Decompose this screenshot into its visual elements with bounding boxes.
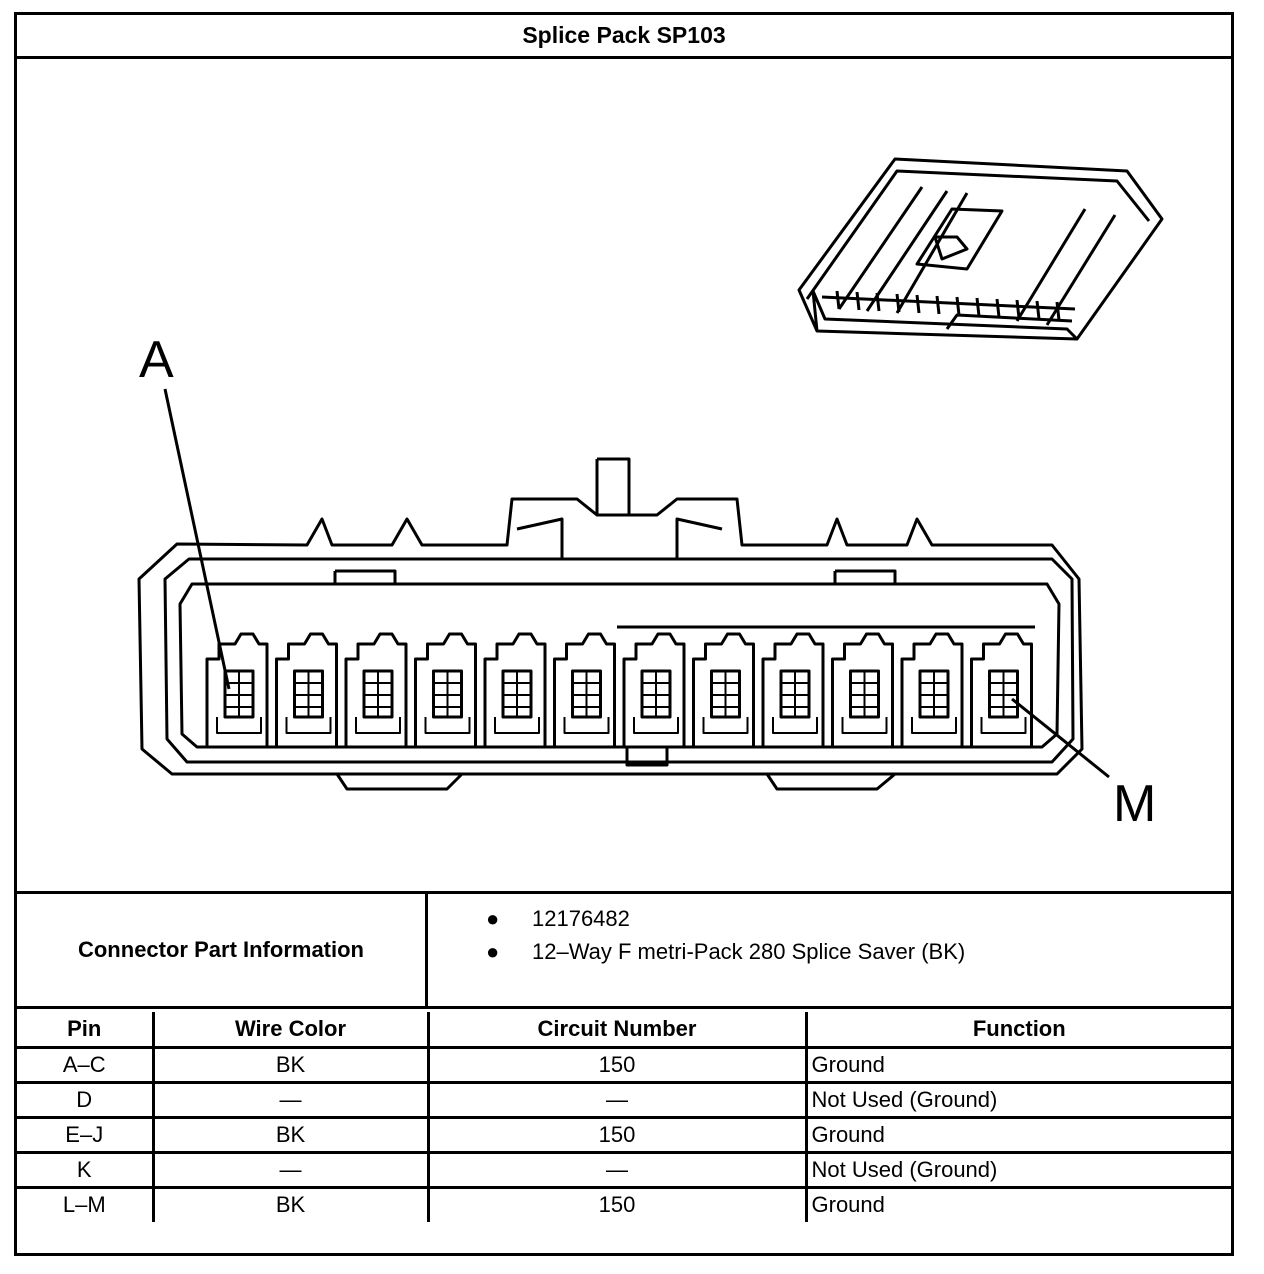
table-row: L–M BK 150 Ground [17,1185,1231,1222]
function-cell: Ground [804,1045,1231,1084]
connector-cavity [344,632,408,747]
pin-cell: D [17,1080,155,1119]
pin-m-label: M [1113,775,1156,833]
column-header-circuit-number: Circuit Number [426,1012,808,1049]
connector-cavity [414,632,477,747]
wire-color-cell: — [151,1150,430,1189]
connector-part-info: Connector Part Information ● 12176482 ● … [17,891,1231,1009]
function-cell: Not Used (Ground) [804,1080,1231,1119]
connector-drawing: A M [17,59,1231,891]
page-title: Splice Pack SP103 [17,15,1231,59]
connector-cavity [275,632,338,747]
column-header-wire-color: Wire Color [151,1012,430,1049]
connector-face-svg: A M [137,157,1164,833]
table-row: E–J BK 150 Ground [17,1115,1231,1154]
connector-part-info-list: ● 12176482 ● 12–Way F metri-Pack 280 Spl… [428,894,1231,1006]
column-header-function: Function [804,1012,1231,1049]
table-row: D — — Not Used (Ground) [17,1080,1231,1119]
list-item: ● 12176482 [428,906,1231,939]
cavity-group [205,632,1033,747]
connector-cavity [970,632,1033,747]
list-item: ● 12–Way F metri-Pack 280 Splice Saver (… [428,939,1231,972]
circuit-number-cell: 150 [426,1185,808,1222]
pin-a-label: A [139,331,174,389]
pin-cell: K [17,1150,155,1189]
circuit-number-cell: 150 [426,1115,808,1154]
part-number: 12176482 [532,906,630,931]
function-cell: Not Used (Ground) [804,1150,1231,1189]
table-row: K — — Not Used (Ground) [17,1150,1231,1189]
circuit-number-cell: 150 [426,1045,808,1084]
wire-color-cell: BK [151,1185,430,1222]
pin-m-leader [1011,697,1110,779]
wire-color-cell: BK [151,1115,430,1154]
pin-table: Pin Wire Color Circuit Number Function A… [17,1012,1231,1222]
pin-a-leader [163,388,231,690]
connector-cavity [553,632,616,747]
connector-face [137,457,1084,791]
function-cell: Ground [804,1115,1231,1154]
connector-cavity [622,632,686,747]
pin-cell: L–M [17,1185,155,1222]
wire-color-cell: — [151,1080,430,1119]
circuit-number-cell: — [426,1080,808,1119]
connector-part-info-label: Connector Part Information [17,894,428,1006]
circuit-number-cell: — [426,1150,808,1189]
connector-cavity [205,632,269,747]
function-cell: Ground [804,1185,1231,1222]
connector-3d-view [797,157,1164,341]
pin-cell: A–C [17,1045,155,1084]
connector-sheet: Splice Pack SP103 [14,12,1234,1256]
connector-cavity [831,632,894,747]
connector-cavity [900,632,964,747]
table-row: A–C BK 150 Ground [17,1045,1231,1084]
pin-cell: E–J [17,1115,155,1154]
connector-cavity [692,632,755,747]
connector-description: 12–Way F metri-Pack 280 Splice Saver (BK… [532,939,966,964]
bullet-icon: ● [486,939,500,964]
column-header-pin: Pin [17,1012,155,1049]
wire-color-cell: BK [151,1045,430,1084]
table-header-row: Pin Wire Color Circuit Number Function [17,1012,1231,1049]
bullet-icon: ● [486,906,500,931]
connector-cavity [761,632,825,747]
connector-cavity [483,632,547,747]
